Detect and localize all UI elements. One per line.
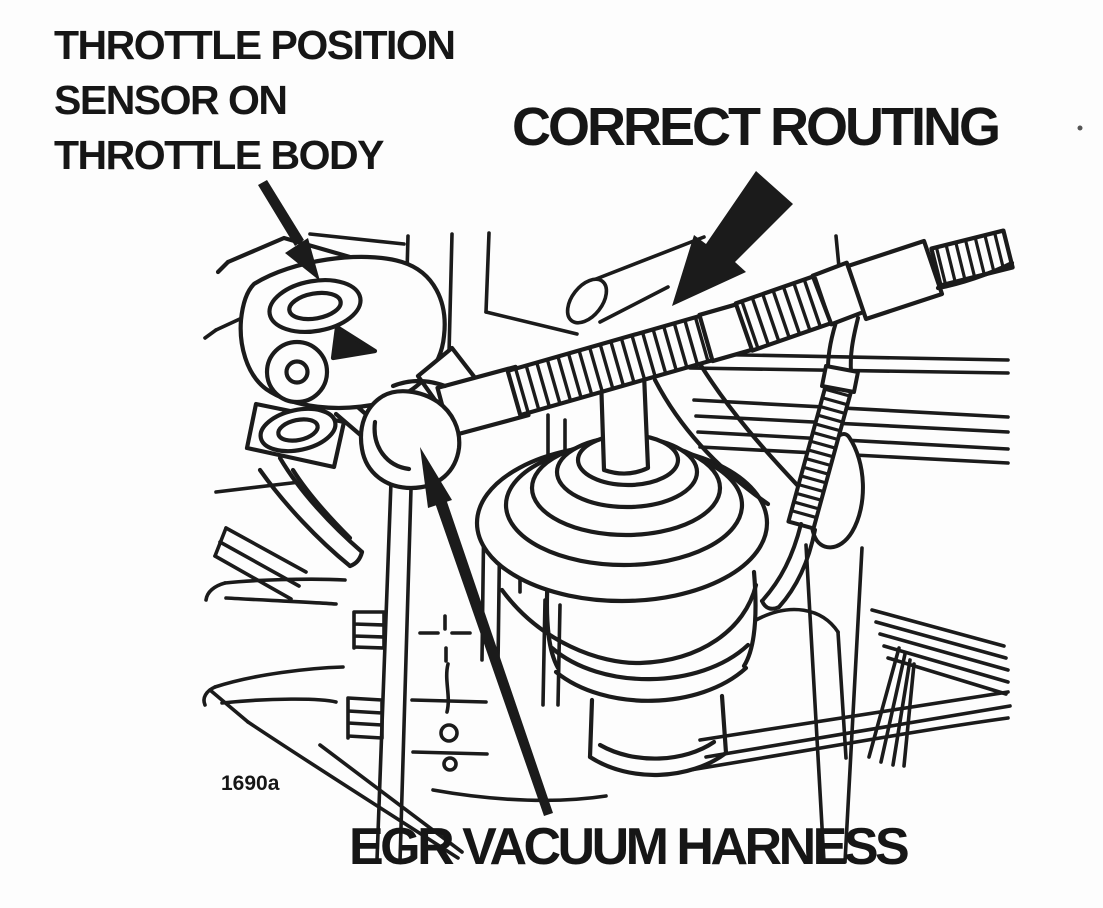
- hose-coupling: [845, 238, 945, 322]
- egr-harness-callout: EGR VACUUM HARNESS: [349, 818, 910, 876]
- hose-collar: [820, 364, 860, 394]
- routing-arrow: [672, 171, 793, 306]
- correct-routing-callout: CORRECT ROUTING: [512, 97, 1001, 157]
- tps-callout-line3: THROTTLE BODY: [54, 132, 384, 178]
- tps-boss: [264, 339, 330, 405]
- figure-number: 1690a: [221, 772, 280, 795]
- tps-arrow: [258, 180, 320, 281]
- tps-callout-line2: SENSOR ON: [54, 77, 288, 123]
- throttle-body-drawing: [215, 235, 447, 569]
- tps-wedge: [330, 324, 378, 361]
- tps-callout-line1: THROTTLE POSITION: [54, 22, 456, 68]
- vacuum-hose-drawing: [358, 228, 1015, 491]
- egr-valve-drawing: [474, 359, 803, 778]
- scan-speck: [1077, 125, 1083, 131]
- wiring-conduit-right: [760, 314, 865, 611]
- tps-callout: THROTTLE POSITION SENSOR ON THROTTLE BOD…: [54, 18, 456, 183]
- egr-harness-arrow: [420, 447, 553, 816]
